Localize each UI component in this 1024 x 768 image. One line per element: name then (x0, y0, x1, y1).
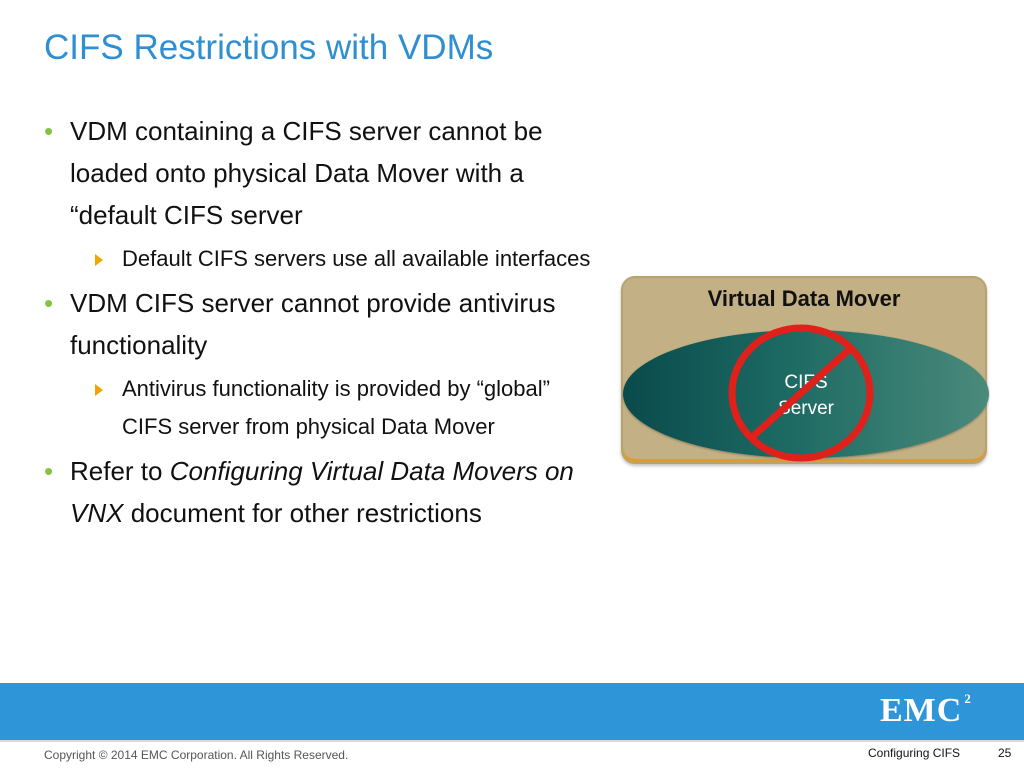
bullet-text-suffix: document for other restrictions (123, 498, 482, 528)
section-name: Configuring CIFS (868, 746, 961, 760)
footer-band (0, 683, 1024, 740)
bullet-text: VDM containing a CIFS server cannot be l… (70, 116, 543, 230)
sub-bullet-text: Default CIFS servers use all available i… (122, 246, 591, 271)
sub-bullet-text: Antivirus functionality is provided by “… (122, 376, 550, 439)
arrow-right-icon (95, 384, 103, 396)
bullet-dot-icon: • (44, 456, 54, 486)
footer-divider (0, 740, 1024, 742)
sub-bullet-item: Default CIFS servers use all available i… (44, 240, 604, 278)
sub-bullet-item: Antivirus functionality is provided by “… (44, 370, 604, 446)
bullet-dot-icon: • (44, 288, 54, 318)
bullet-item: • Refer to Configuring Virtual Data Move… (44, 450, 604, 534)
bullet-list: • VDM containing a CIFS server cannot be… (44, 110, 604, 538)
logo-text: EMC (880, 692, 963, 729)
copyright-text: Copyright © 2014 EMC Corporation. All Ri… (44, 748, 349, 762)
document-title: Configuring Virtual Data Movers on VNX (70, 456, 574, 528)
page-number: 25 (998, 746, 1012, 760)
bullet-text-prefix: Refer to (70, 456, 170, 486)
prohibited-icon (728, 324, 874, 462)
bullet-text: VDM CIFS server cannot provide antivirus… (70, 288, 556, 360)
cifs-server-oval (623, 330, 989, 458)
virtual-data-mover-box: Virtual Data Mover CIFS Server (621, 276, 989, 464)
bullet-item: • VDM CIFS server cannot provide antivir… (44, 282, 604, 366)
arrow-right-icon (95, 254, 103, 266)
bullet-item: • VDM containing a CIFS server cannot be… (44, 110, 604, 236)
virtual-data-mover-label: Virtual Data Mover (707, 286, 901, 311)
logo-superscript: 2 (964, 690, 972, 706)
slide-title: CIFS Restrictions with VDMs (44, 28, 494, 67)
bullet-dot-icon: • (44, 116, 54, 146)
